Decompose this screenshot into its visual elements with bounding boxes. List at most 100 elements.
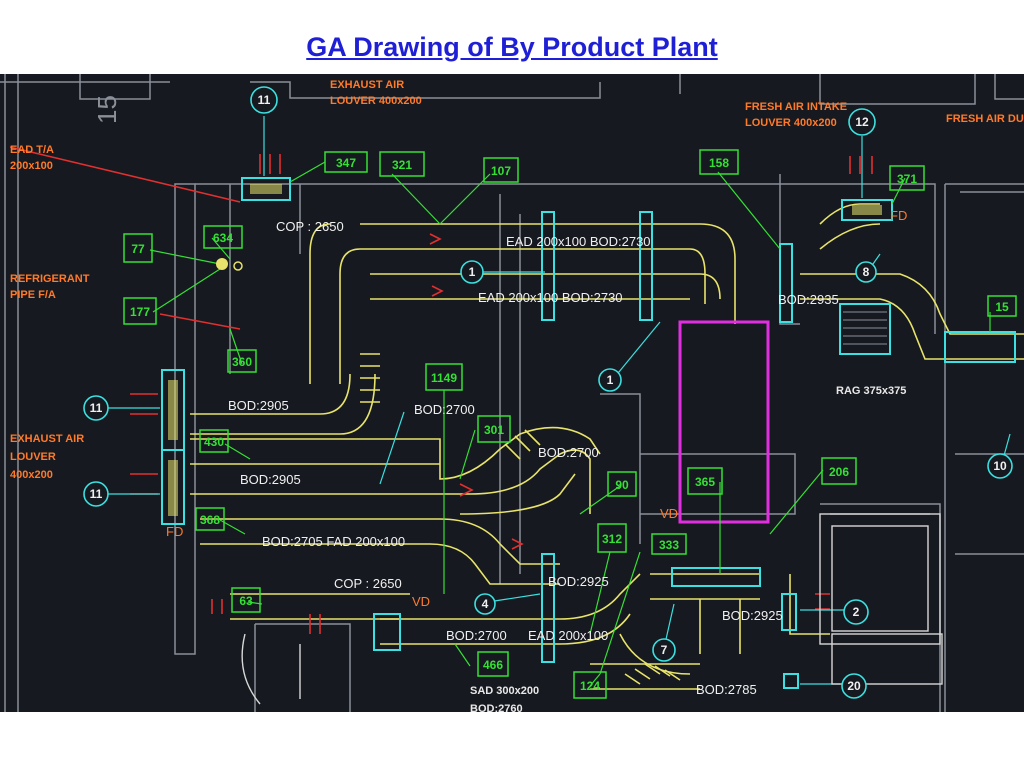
label-ead-ta-2: 200x100 [10, 160, 53, 172]
label-sad-cut: BOD:2760 [470, 703, 523, 712]
duct-stairs-b [504, 429, 541, 460]
ref-leaders [108, 116, 1011, 685]
duct-label-bod-2925-b: BOD:2925 [722, 608, 783, 623]
ductwork [190, 203, 1024, 690]
tag-1149: 1149 [431, 371, 457, 385]
label-refrigerant-1: REFRIGERANT [10, 273, 90, 285]
ref-4: 4 [482, 597, 489, 611]
bod-2935-damper [779, 243, 793, 323]
ref-20-box [783, 673, 799, 689]
tag-107: 107 [491, 164, 511, 178]
duct-label-ead-2730-b: EAD 200x100 BOD:2730 [478, 290, 623, 305]
duct-fad-b [200, 543, 560, 585]
text-labels: EXHAUST AIR LOUVER 400x200 EAD T/A 200x1… [10, 79, 1024, 712]
duct-lower-b [380, 618, 560, 645]
tag-333: 333 [659, 538, 679, 552]
ref-11-left-b: 11 [90, 487, 103, 501]
duct-label-bod-2700-ead: BOD:2700 [446, 628, 507, 643]
tag-466: 466 [483, 658, 503, 672]
tag-206: 206 [829, 465, 849, 479]
duct-label-bod-2700-b: BOD:2700 [538, 445, 599, 460]
airflow-arrows [9, 146, 873, 634]
label-sad: SAD 300x200 [470, 685, 539, 697]
rag-louver-lines [843, 311, 887, 345]
label-refrigerant-2: PIPE F/A [10, 289, 56, 301]
duct-dimension-labels: COP : 2650 EAD 200x100 BOD:2730 EAD 200x… [166, 208, 907, 697]
tag-360: 360 [232, 355, 252, 369]
duct-label-bod-2785: BOD:2785 [696, 682, 757, 697]
label-rag: RAG 375x375 [836, 385, 906, 397]
label-exhaust-air-top-1: EXHAUST AIR [330, 79, 404, 91]
duct-label-bod-2925-a: BOD:2925 [548, 574, 609, 589]
ref-circles [83, 86, 1013, 699]
ref-8: 8 [863, 265, 870, 279]
tag-365: 365 [695, 475, 715, 489]
duct-mid-right [650, 573, 760, 654]
ref-texts: 11 12 11 11 1 1 8 10 4 7 2 20 [90, 93, 1007, 693]
label-exhaust-air-left-2: LOUVER [10, 451, 56, 463]
exhaust-box-right [944, 331, 1016, 363]
duct-lower-c [559, 573, 641, 645]
duct-label-bod-2705-fad: BOD:2705 FAD 200x100 [262, 534, 405, 549]
duct-vertical-right [734, 304, 830, 635]
tag-634: 634 [213, 231, 233, 245]
tag-158: 158 [709, 156, 729, 170]
duct-label-ead-2730-a: EAD 200x100 BOD:2730 [506, 234, 651, 249]
label-fresh-air-intake-2: LOUVER 400x200 [745, 117, 837, 129]
tag-347: 347 [336, 156, 356, 170]
tag-77: 77 [131, 242, 145, 256]
ref-7: 7 [661, 643, 668, 657]
duct-label-bod-2935: BOD:2935 [778, 292, 839, 307]
duct-label-ead-200x100: EAD 200x100 [528, 628, 608, 643]
duct-upper-c [370, 273, 721, 300]
label-exhaust-air-left-3: 400x200 [10, 469, 53, 481]
ref-12: 12 [855, 115, 869, 129]
duct-stairs-a [360, 353, 380, 403]
duct-right-a [800, 273, 1024, 335]
duct-left-vertical-d [190, 373, 376, 435]
duct-label-vd-right: VD [660, 506, 678, 521]
tag-124: 124 [580, 679, 600, 693]
duct-left-vertical-a [309, 223, 331, 384]
tag-leaders [149, 161, 991, 687]
label-ead-ta-1: EAD T/A [10, 144, 54, 156]
rag-grille [839, 303, 891, 355]
ga-drawing: EXHAUST AIR LOUVER 400x200 EAD T/A 200x1… [0, 74, 1024, 712]
duct-label-bod-2905-b: BOD:2905 [240, 472, 301, 487]
equipment-outlines [241, 513, 943, 705]
duct-label-bod-2905-a: BOD:2905 [228, 398, 289, 413]
duct-label-cop-2650-bottom: COP : 2650 [334, 576, 402, 591]
ref-2-box [781, 593, 797, 631]
grilles [161, 177, 1016, 689]
duct-label-vd-left: VD [412, 594, 430, 609]
bod-2925-damper [541, 553, 555, 663]
ead-damper-a [541, 211, 555, 321]
tag-301: 301 [484, 423, 504, 437]
tag-63: 63 [239, 594, 253, 608]
duct-mid-row-a [190, 426, 601, 480]
ref-1-b: 1 [607, 373, 614, 387]
duct-left-vertical-b [339, 248, 361, 384]
ref-11-left-a: 11 [90, 401, 103, 415]
tag-371: 371 [897, 172, 917, 186]
grid-number-15: 15 [92, 95, 122, 124]
page-title: GA Drawing of By Product Plant [306, 32, 718, 62]
duct-fad-a [200, 518, 560, 565]
ref-2: 2 [853, 605, 860, 619]
label-fresh-air-dum: FRESH AIR DUM [946, 113, 1024, 125]
exhaust-louver-left-b [161, 449, 185, 525]
ref-20: 20 [847, 679, 861, 693]
duct-label-bod-2700-a: BOD:2700 [414, 402, 475, 417]
label-fresh-air-intake-1: FRESH AIR INTAKE [745, 101, 847, 113]
duct-label-fd-left: FD [166, 524, 183, 539]
tag-90: 90 [615, 478, 629, 492]
refrigerant-pipe-icon [216, 258, 243, 271]
ead-damper-b [639, 211, 653, 321]
fresh-air-louver [841, 199, 893, 221]
duct-mid-row-c [190, 449, 591, 514]
tag-321: 321 [392, 158, 412, 172]
tag-312: 312 [602, 532, 622, 546]
duct-left-vertical-c [190, 373, 351, 415]
grille-fill [168, 184, 882, 516]
tag-430: 430 [204, 435, 224, 449]
